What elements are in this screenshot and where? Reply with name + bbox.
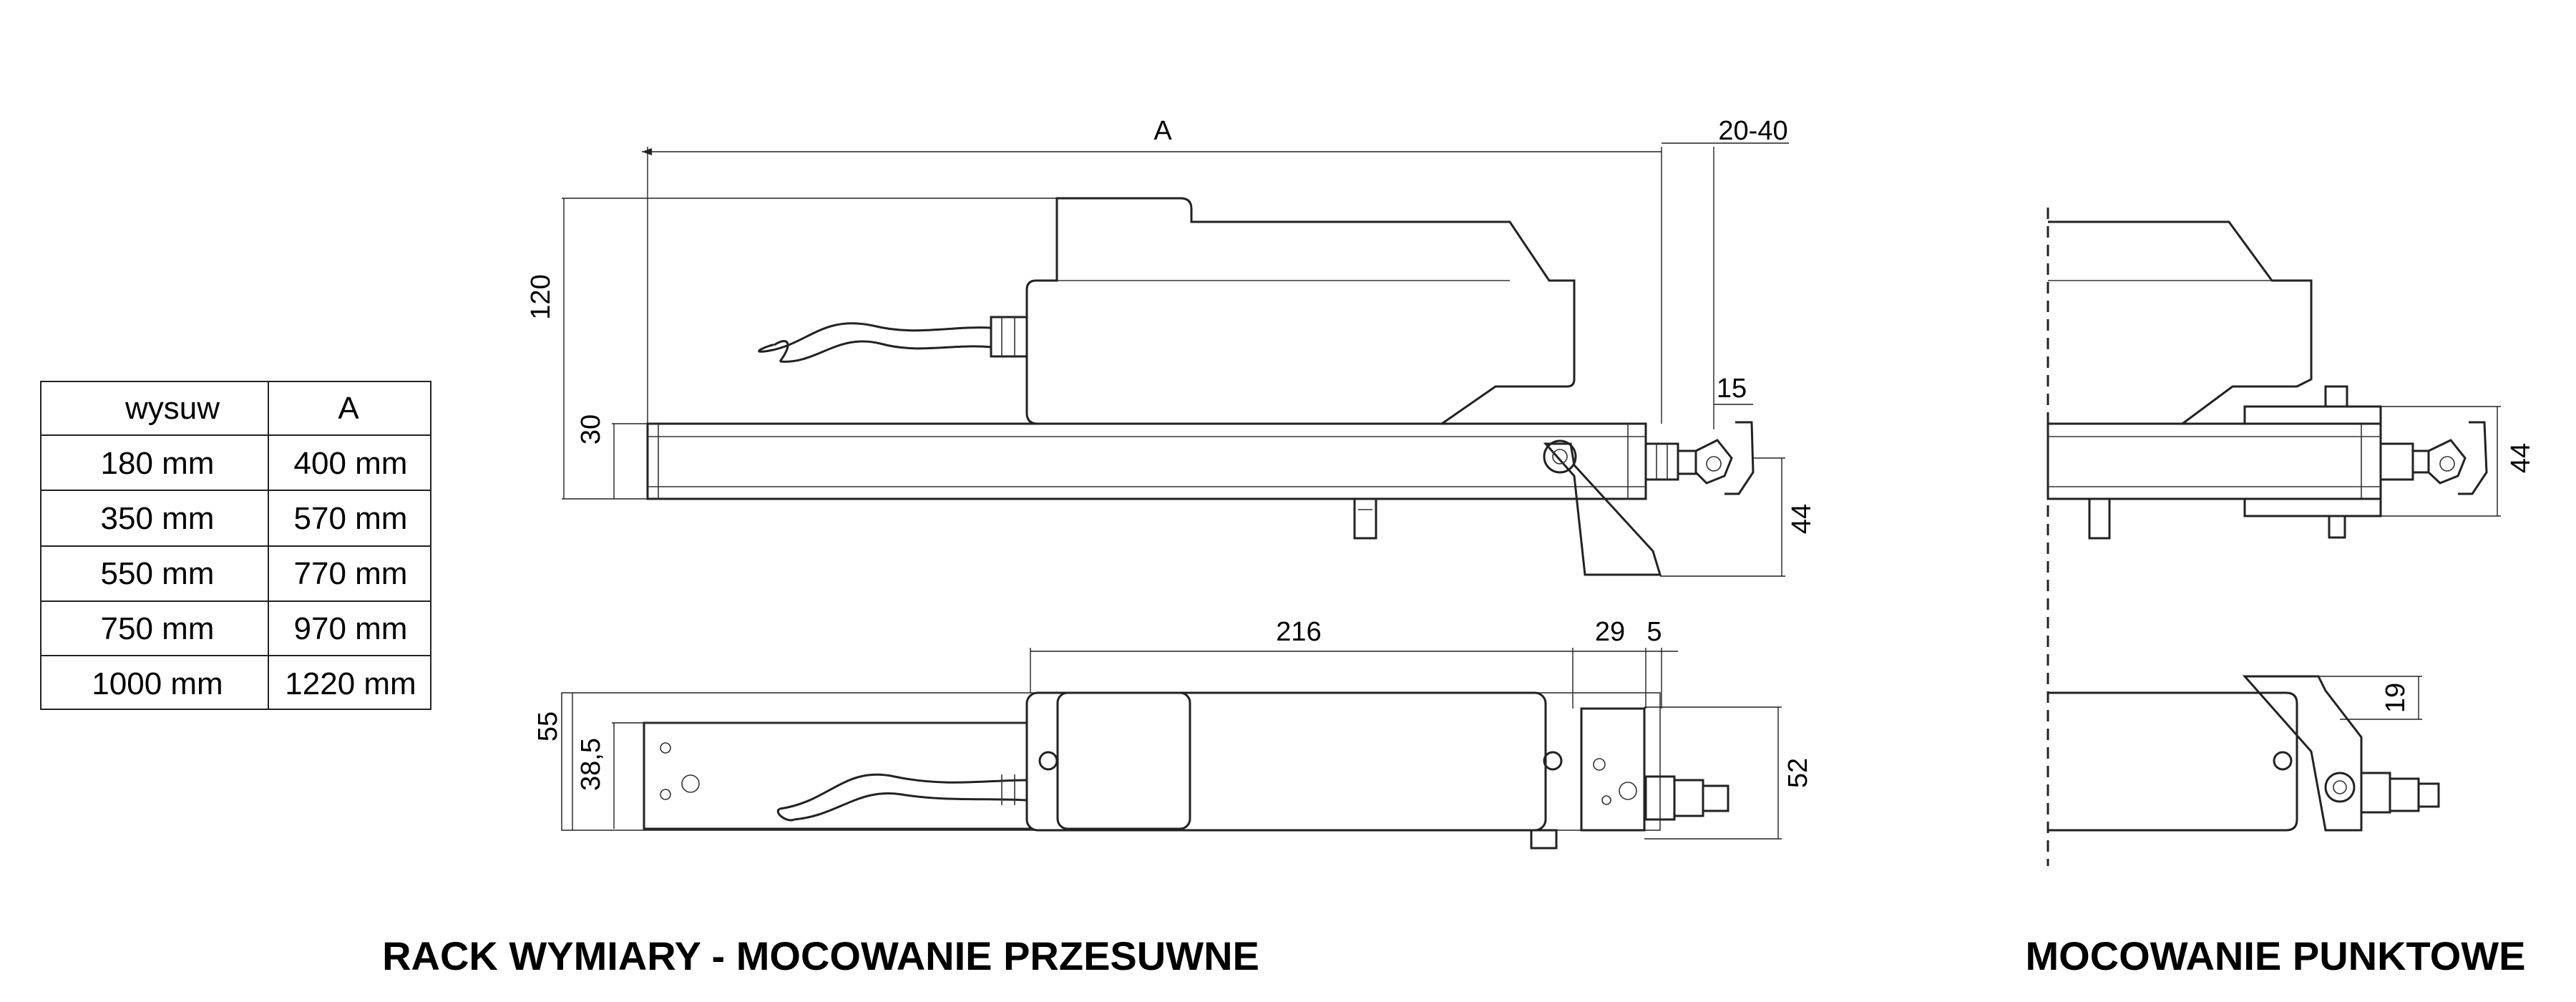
dim-a-label: A [1153,116,1172,146]
caption-sliding-mount: RACK WYMIARY - MOCOWANIE PRZESUWNE [382,933,1259,978]
dim-bracket-height-label: 44 [1787,504,1817,534]
caption-point-mount: MOCOWANIE PUNKTOWE [2026,933,2526,978]
table-header-a: A [338,391,359,426]
point-mount-dimensions: 44 19 [2318,406,2536,720]
table-cell: 550 mm [101,556,215,591]
table-cell: 180 mm [101,446,215,481]
dim-point-height-label: 44 [2506,443,2536,473]
dim-width-bracket-label: 52 [1783,758,1813,788]
table-cell: 770 mm [294,556,408,591]
dimension-table: wysuw A 180 mm 400 mm 350 mm 570 mm 550 … [40,381,431,710]
point-mount-drawing [2046,208,2488,866]
top-view-dimensions: 216 29 5 55 38,5 52 [533,617,1813,840]
table-cell: 400 mm [294,446,408,481]
side-view-dimensions: A 20-40 120 30 15 44 [526,116,1817,577]
side-view-drawing [646,197,1755,576]
dim-height-total-label: 120 [526,274,556,319]
dim-width-total-label: 55 [533,711,563,741]
dim-height-rail-label: 30 [576,414,606,444]
table-cell: 570 mm [294,501,408,536]
dim-gap2-label: 5 [1646,617,1662,647]
table-cell: 350 mm [101,501,215,536]
table-cell: 1220 mm [285,666,416,701]
dim-body-len-label: 216 [1276,617,1321,647]
dim-range-label: 20-40 [1718,116,1787,146]
dim-point-offset-label: 19 [2381,683,2411,713]
top-view-drawing [561,691,1729,850]
table-header-wysuw: wysuw [125,391,220,426]
dim-gap1-label: 29 [1595,617,1625,647]
table-cell: 970 mm [294,611,408,646]
table-cell: 750 mm [101,611,215,646]
dim-width-inner-label: 38,5 [576,738,606,791]
table-cell: 1000 mm [92,666,223,701]
dim-bracket-offset-label: 15 [1717,374,1747,404]
